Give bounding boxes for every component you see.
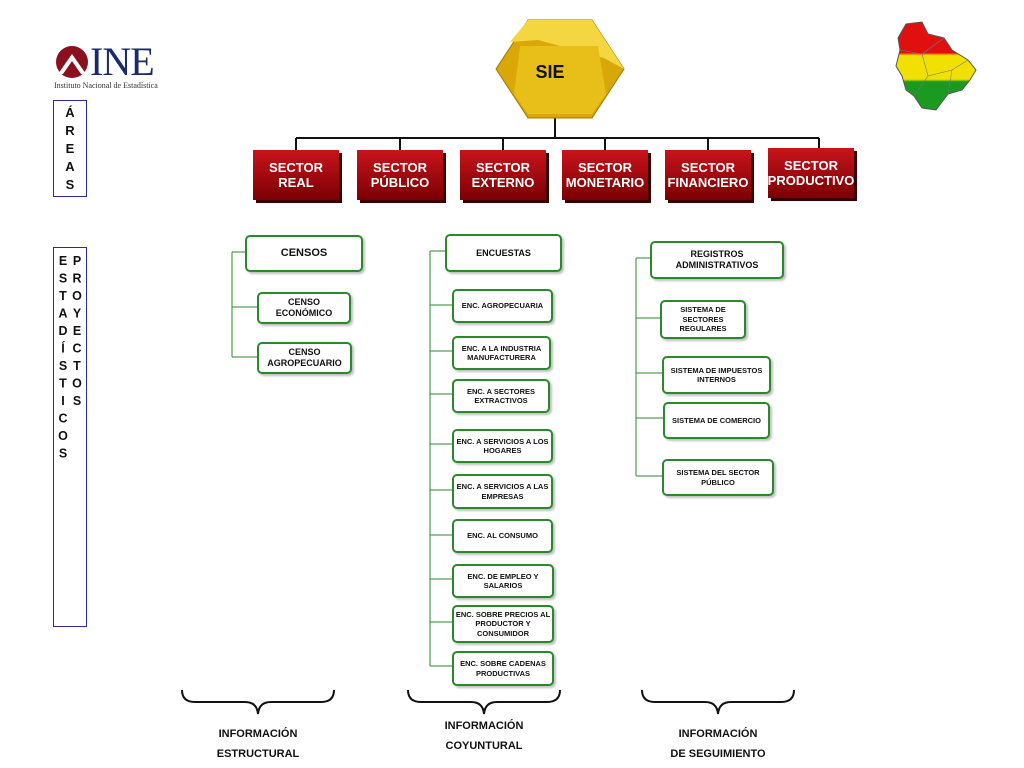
enc-agropecuaria-box: ENC. AGROPECUARIA <box>452 289 553 323</box>
enc-extractivos-box: ENC. A SECTORES EXTRACTIVOS <box>452 379 550 413</box>
brace-seguimiento <box>641 689 795 715</box>
sistema-comercio-box: SISTEMA DE COMERCIO <box>663 402 770 439</box>
areas-label-box: ÁREAS <box>53 100 87 197</box>
sistema-sectores-box: SISTEMA DE SECTORES REGULARES <box>660 300 746 339</box>
sector-publico: SECTOR PÚBLICO <box>357 150 443 200</box>
sistema-impuestos-box: SISTEMA DE IMPUESTOS INTERNOS <box>662 356 771 394</box>
censos-box: CENSOS <box>245 235 363 272</box>
ine-logo-mark <box>56 46 88 78</box>
footer-estructural: INFORMACIÓN ESTRUCTURAL <box>198 724 318 764</box>
registros-box: REGISTROS ADMINISTRATIVOS <box>650 241 784 279</box>
areas-label: ÁREAS <box>62 105 78 195</box>
censo-agropecuario-box: CENSO AGROPECUARIO <box>257 342 352 374</box>
enc-consumo-box: ENC. AL CONSUMO <box>452 519 553 553</box>
footer-seguimiento-line2: DE SEGUIMIENTO <box>670 748 766 760</box>
sector-externo: SECTOR EXTERNO <box>460 150 546 200</box>
enc-empresas-box: ENC. A SERVICIOS A LAS EMPRESAS <box>452 474 553 509</box>
ine-logo: INE Instituto Nacional de Estadística <box>54 42 164 92</box>
footer-seguimiento-line1: INFORMACIÓN <box>678 728 758 740</box>
sector-real: SECTOR REAL <box>253 150 339 200</box>
enc-hogares-box: ENC. A SERVICIOS A LOS HOGARES <box>452 429 553 463</box>
ine-logo-text: INE <box>90 39 155 84</box>
sector-productivo: SECTOR PRODUCTIVO <box>768 148 854 198</box>
enc-cadenas-box: ENC. SOBRE CADENAS PRODUCTIVAS <box>452 651 554 686</box>
projects-label: PROYECTOS ESTADÍSTICOS <box>56 254 84 464</box>
footer-coyuntural: INFORMACIÓN COYUNTURAL <box>424 716 544 756</box>
ine-logo-subtitle: Instituto Nacional de Estadística <box>54 81 158 90</box>
sistema-sector-publico-box: SISTEMA DEL SECTOR PÚBLICO <box>662 459 774 496</box>
bolivia-map-icon <box>892 20 982 115</box>
projects-label-box: PROYECTOS ESTADÍSTICOS <box>53 247 87 627</box>
footer-coyuntural-line1: INFORMACIÓN <box>444 720 524 732</box>
sector-financiero: SECTOR FINANCIERO <box>665 150 751 200</box>
enc-industria-box: ENC. A LA INDUSTRIA MANUFACTURERA <box>452 336 551 370</box>
brace-estructural <box>181 689 335 715</box>
censo-economico-box: CENSO ECONÓMICO <box>257 292 351 324</box>
sie-label: SIE <box>535 62 565 82</box>
sector-monetario: SECTOR MONETARIO <box>562 150 648 200</box>
footer-seguimiento: INFORMACIÓN DE SEGUIMIENTO <box>658 724 778 764</box>
footer-estructural-line2: ESTRUCTURAL <box>216 748 300 760</box>
brace-coyuntural <box>407 689 561 715</box>
sie-hub <box>494 18 626 120</box>
footer-coyuntural-line2: COYUNTURAL <box>445 740 523 752</box>
enc-precios-box: ENC. SOBRE PRECIOS AL PRODUCTOR Y CONSUM… <box>452 605 554 643</box>
enc-empleo-box: ENC. DE EMPLEO Y SALARIOS <box>452 564 554 598</box>
encuestas-box: ENCUESTAS <box>445 234 562 272</box>
footer-estructural-line1: INFORMACIÓN <box>218 728 298 740</box>
